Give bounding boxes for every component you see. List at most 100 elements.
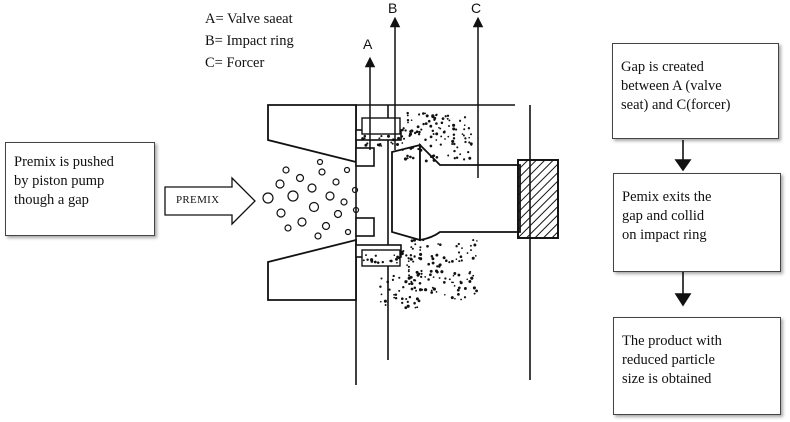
fine-particle [419, 246, 422, 249]
fine-particle [418, 113, 421, 116]
particles [262, 158, 360, 240]
fine-particle [408, 268, 410, 271]
fine-particle [463, 124, 466, 127]
fine-particle [427, 278, 430, 281]
fine-particle [419, 249, 422, 251]
fine-particle [393, 296, 396, 299]
droplet [351, 186, 359, 194]
fine-particle [463, 116, 467, 119]
fine-particle [453, 142, 456, 146]
fine-particle [386, 280, 390, 284]
fine-particle [410, 246, 413, 249]
fine-particle [396, 261, 398, 264]
fine-particle [432, 132, 435, 136]
fine-particle [386, 134, 391, 138]
fine-particle [417, 132, 421, 136]
marker-arrows [364, 16, 484, 178]
fine-particle [464, 137, 467, 140]
fine-particle [435, 114, 438, 117]
fine-particle [401, 301, 404, 305]
fine-particle [431, 257, 435, 261]
droplet [295, 173, 305, 183]
flow-arrows [674, 140, 692, 307]
fine-particle [429, 155, 433, 158]
droplet [282, 166, 290, 174]
fine-particle [455, 258, 458, 261]
fine-particle [459, 255, 463, 259]
fine-particle [397, 136, 401, 140]
fine-particle [476, 240, 478, 242]
fine-particle [452, 274, 455, 277]
fine-particle [473, 243, 477, 247]
fine-particle [411, 156, 415, 160]
fine-particle [468, 156, 472, 160]
droplet [276, 208, 286, 218]
fine-particle [407, 121, 409, 124]
fine-particle [418, 288, 423, 292]
fine-particle [467, 150, 470, 154]
fine-particle [390, 141, 393, 144]
fine-particle [404, 129, 407, 132]
fine-particle [401, 148, 404, 151]
fine-particle [446, 114, 450, 118]
fine-particle [429, 269, 433, 273]
fine-particle [438, 126, 440, 129]
fine-particle [417, 144, 420, 147]
fine-particle [455, 128, 458, 131]
droplet [307, 183, 317, 193]
fine-particle [470, 133, 472, 136]
fine-particle [425, 114, 429, 118]
fine-particle [440, 135, 443, 138]
fine-particle [406, 264, 408, 266]
fine-particle [433, 118, 436, 121]
fine-particle [440, 270, 444, 274]
fine-particle [466, 252, 469, 254]
fine-particle [460, 259, 463, 262]
fine-particle [407, 270, 410, 273]
fine-particle [427, 119, 431, 123]
fine-particle [451, 281, 453, 284]
fine-particle [461, 247, 463, 250]
fine-particle [468, 280, 472, 283]
fine-particle [396, 255, 399, 259]
fine-particle [403, 157, 408, 161]
fine-particle [391, 278, 394, 281]
fine-particle [460, 298, 462, 301]
fine-particle [464, 140, 467, 144]
fine-particle [451, 142, 454, 146]
fine-particle [404, 306, 408, 310]
fine-particle [439, 143, 442, 146]
droplet [275, 179, 285, 189]
fine-particle [462, 134, 465, 137]
fine-particle [429, 135, 433, 139]
fine-particle [376, 261, 380, 264]
fine-particle [415, 270, 419, 274]
fine-particle [365, 254, 367, 257]
fine-particle [420, 272, 423, 275]
fine-particle [405, 280, 408, 283]
fine-particle [424, 276, 427, 278]
droplet [308, 201, 320, 213]
fine-particle [446, 117, 449, 120]
fine-particle [414, 243, 417, 246]
fine-particle [457, 293, 460, 296]
fine-particle [439, 127, 442, 130]
fine-particle [380, 145, 383, 147]
fine-particle [388, 288, 391, 291]
fine-particle [379, 285, 382, 288]
fine-particle [444, 115, 447, 118]
fine-particle [443, 293, 446, 296]
fine-particle [468, 272, 471, 275]
legend-c: C= Forcer [205, 55, 265, 71]
fine-particle [424, 112, 426, 115]
fine-particle [401, 142, 404, 144]
fine-particle [424, 138, 427, 142]
fine-particle [409, 257, 413, 260]
fine-particle [420, 269, 423, 273]
fine-particle [470, 143, 473, 146]
fine-particle [453, 272, 457, 275]
fine-particle [435, 155, 439, 159]
fine-particle [373, 260, 377, 264]
fine-particle [454, 297, 456, 300]
fine-particle [448, 261, 451, 264]
